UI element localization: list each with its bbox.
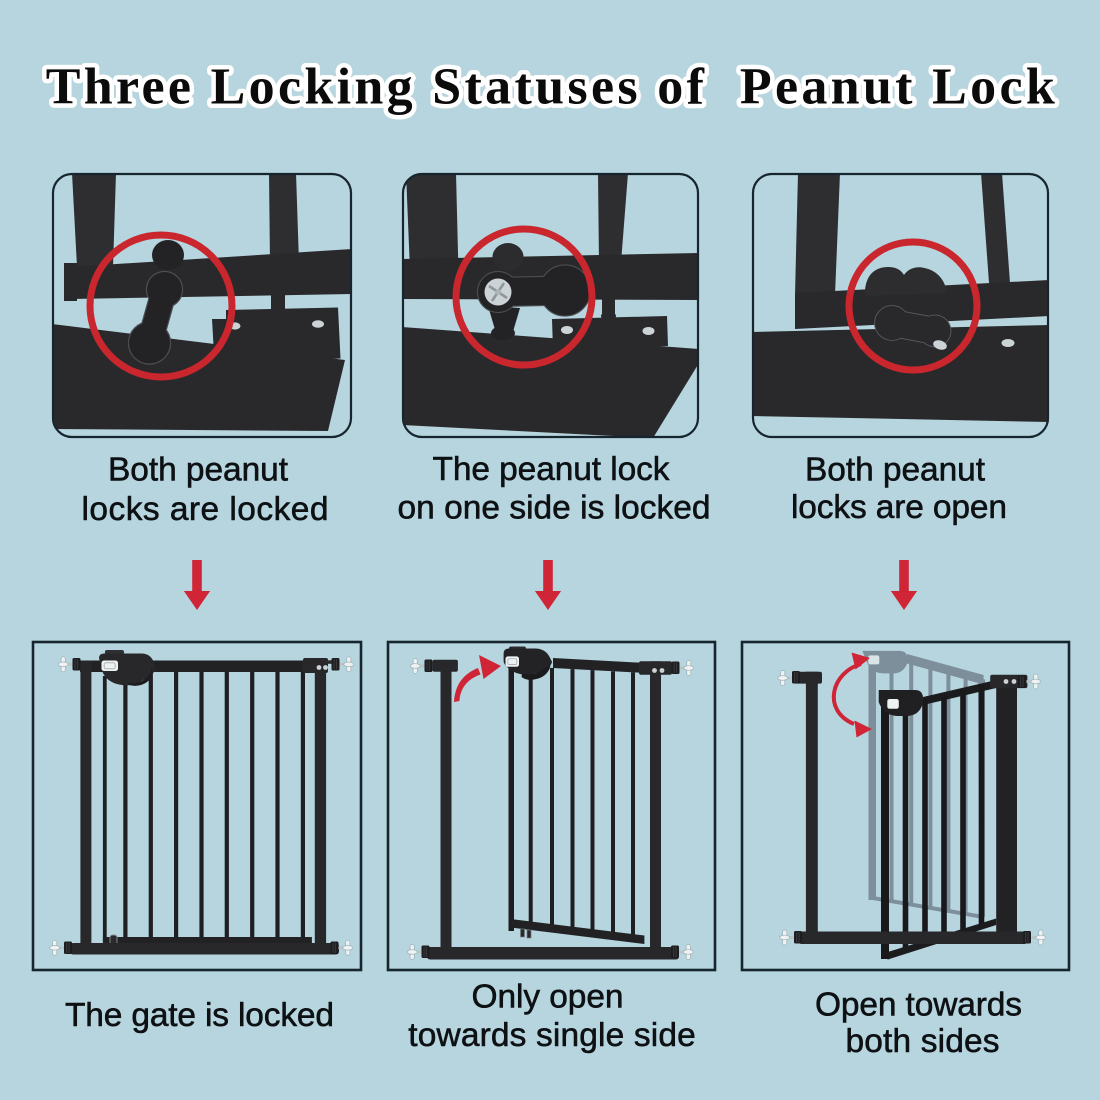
svg-text:on one side is locked: on one side is locked xyxy=(398,490,711,527)
svg-text:The gate is locked: The gate is locked xyxy=(65,997,334,1034)
svg-text:locks are open: locks are open xyxy=(791,489,1007,526)
svg-text:Both peanut: Both peanut xyxy=(805,452,986,489)
svg-text:Three Locking Statuses of Pea: Three Locking Statuses of Peanut Lock xyxy=(46,59,1055,116)
svg-text:towards single side: towards single side xyxy=(408,1017,696,1054)
svg-text:Only open: Only open xyxy=(472,979,624,1016)
svg-text:Open towards: Open towards xyxy=(815,987,1022,1024)
svg-text:Both peanut: Both peanut xyxy=(108,452,289,489)
svg-text:The peanut lock: The peanut lock xyxy=(433,451,670,488)
svg-text:both sides: both sides xyxy=(846,1023,1000,1060)
svg-text:locks are locked: locks are locked xyxy=(82,491,329,528)
